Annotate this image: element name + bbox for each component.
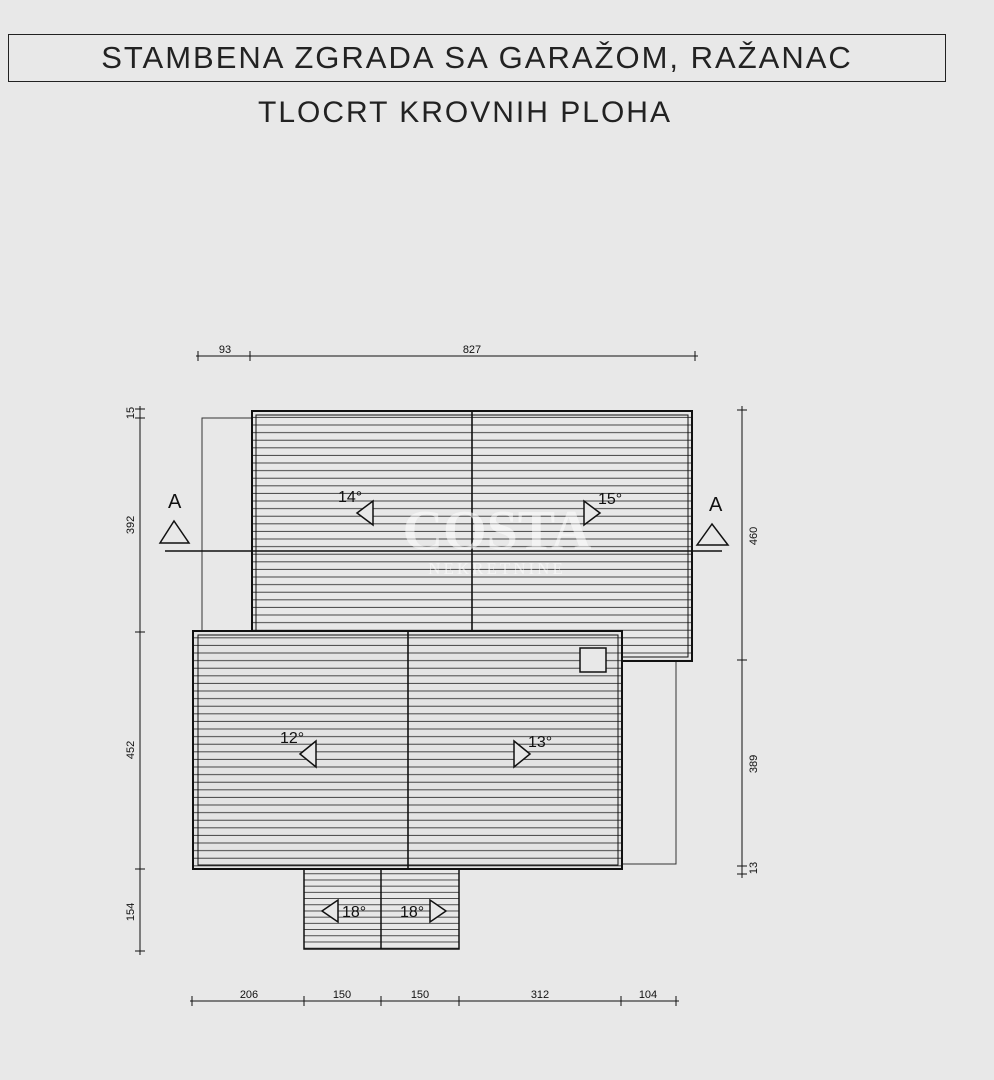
- title-box: STAMBENA ZGRADA SA GARAŽOM, RAŽANAC: [8, 34, 946, 82]
- lower-roof: [192, 630, 623, 870]
- lower-wall-outline: [622, 662, 677, 865]
- slope-arrow-porch-right-icon: [429, 898, 448, 924]
- watermark-brand: COSTA: [403, 500, 592, 562]
- upper-roof: [251, 410, 693, 662]
- drawing-subtitle: TLOCRT KROVNIH PLOHA: [258, 96, 672, 129]
- slope-label-lower-left: 12°: [280, 730, 304, 747]
- section-label-left: A: [168, 491, 182, 513]
- dim-left-1: 15: [125, 407, 137, 419]
- dim-left-2: 392: [125, 516, 137, 534]
- slope-label-upper-left: 14°: [338, 489, 362, 506]
- dim-bottom-5: 104: [639, 989, 657, 1001]
- dim-left-3: 452: [125, 741, 137, 759]
- slope-arrow-upper-left-icon: [355, 499, 374, 527]
- slope-label-lower-right: 13°: [528, 734, 552, 751]
- slope-markers: [298, 499, 602, 924]
- watermark: COSTA NEKRETNINE: [403, 500, 592, 578]
- slope-arrow-lower-right-icon: [513, 739, 532, 769]
- wall-outlines: [201, 417, 677, 865]
- slope-arrow-upper-right-icon: [583, 499, 602, 527]
- dim-top-1: 93: [219, 344, 231, 356]
- dim-bottom-4: 312: [531, 989, 549, 1001]
- drawing-title: STAMBENA ZGRADA SA GARAŽOM, RAŽANAC: [101, 40, 853, 75]
- dim-bottom-2: 150: [333, 989, 351, 1001]
- dim-top-2: 827: [463, 344, 481, 356]
- dim-left-4: 154: [125, 903, 137, 921]
- slope-label-upper-right: 15°: [598, 491, 622, 508]
- section-line-a: A A: [158, 491, 730, 552]
- slope-label-porch-right: 18°: [400, 904, 424, 921]
- watermark-tagline: NEKRETNINE: [428, 559, 566, 578]
- upper-wall-outline: [201, 417, 252, 632]
- section-arrow-right-icon: [695, 522, 730, 546]
- dim-right-3: 13: [748, 862, 760, 874]
- dim-bottom-1: 206: [240, 989, 258, 1001]
- chimney: [579, 647, 607, 673]
- slope-label-porch-left: 18°: [342, 904, 366, 921]
- section-arrow-left-icon: [158, 519, 191, 544]
- slope-arrow-lower-left-icon: [298, 739, 317, 769]
- slope-arrow-porch-left-icon: [320, 898, 339, 924]
- dimension-labels: 93 827 15 392 452 154 460 389 13 206 150…: [125, 344, 760, 1001]
- dimension-lines: [135, 351, 747, 1006]
- dim-right-1: 460: [748, 527, 760, 545]
- slope-labels: 14° 15° 12° 13° 18° 18°: [280, 489, 622, 921]
- section-label-right: A: [709, 494, 723, 516]
- dim-right-2: 389: [748, 755, 760, 773]
- dim-bottom-3: 150: [411, 989, 429, 1001]
